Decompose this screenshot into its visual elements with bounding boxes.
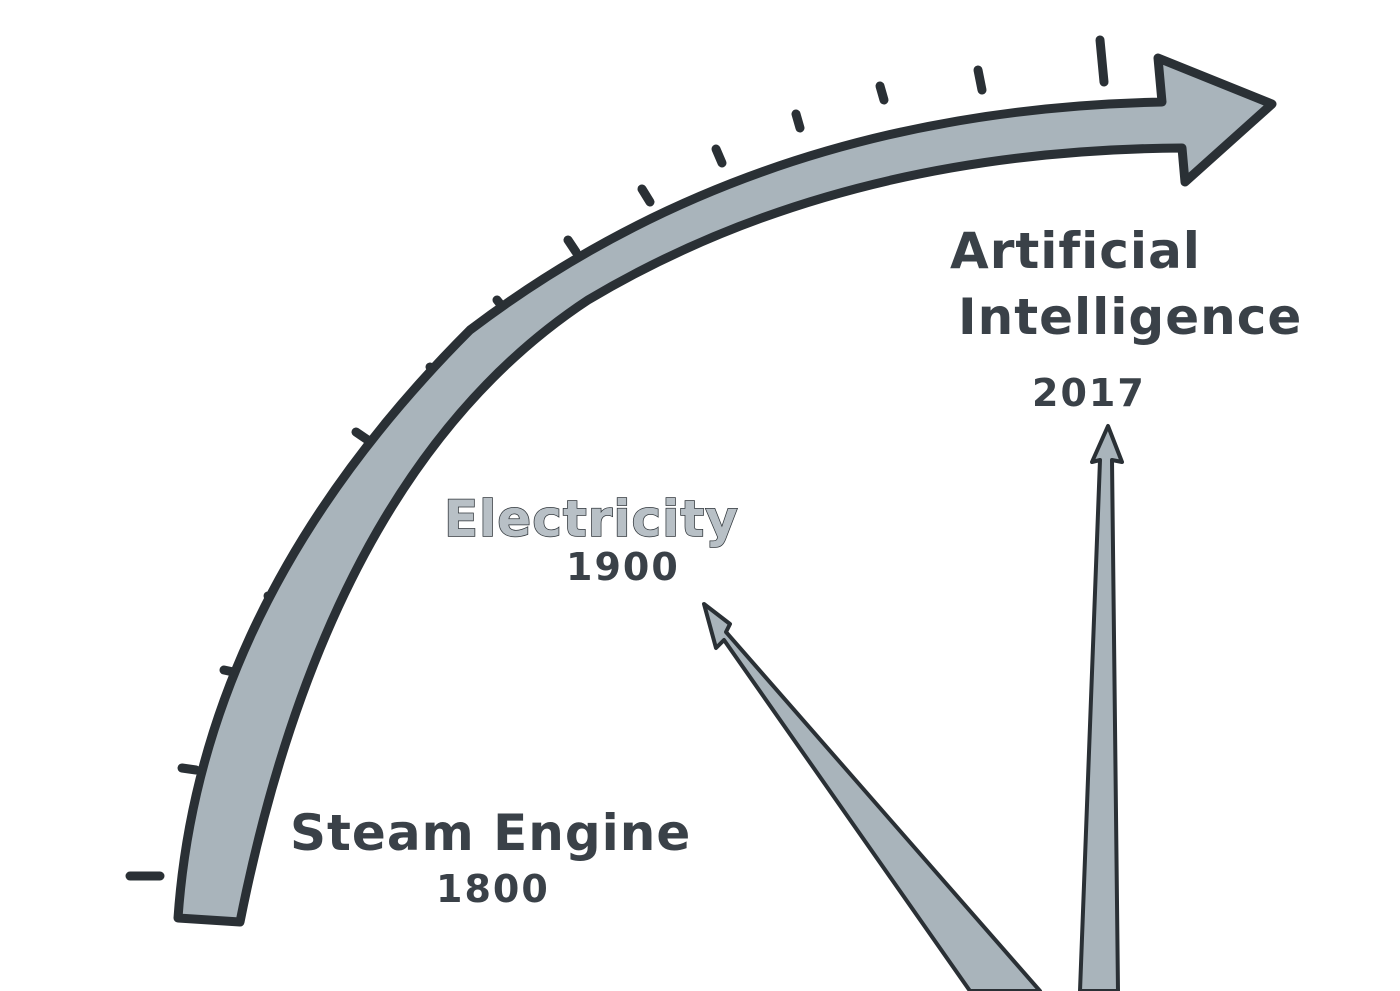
gauge-tick — [791, 109, 805, 133]
main-curved-arrow — [173, 53, 1277, 927]
gauge-tick — [973, 65, 987, 95]
gauge-tick — [711, 144, 727, 168]
steam-engine-label: Steam Engine — [290, 804, 691, 862]
ai-needle — [1078, 424, 1124, 991]
steam-engine-year: 1800 — [436, 867, 550, 911]
gauge-tick — [875, 81, 889, 105]
ai-year: 2017 — [1032, 371, 1146, 415]
gauge-tick — [563, 235, 581, 257]
ai-label-line2: Intelligence — [958, 288, 1302, 346]
electricity-label: Electricity — [444, 490, 739, 548]
electricity-year: 1900 — [566, 545, 680, 589]
gauge-tick — [637, 184, 655, 207]
electricity-needle — [702, 602, 1042, 991]
gauge-tick — [1095, 35, 1109, 87]
ai-label-line1: Artificial — [950, 222, 1201, 280]
gauge-tick — [177, 763, 201, 775]
